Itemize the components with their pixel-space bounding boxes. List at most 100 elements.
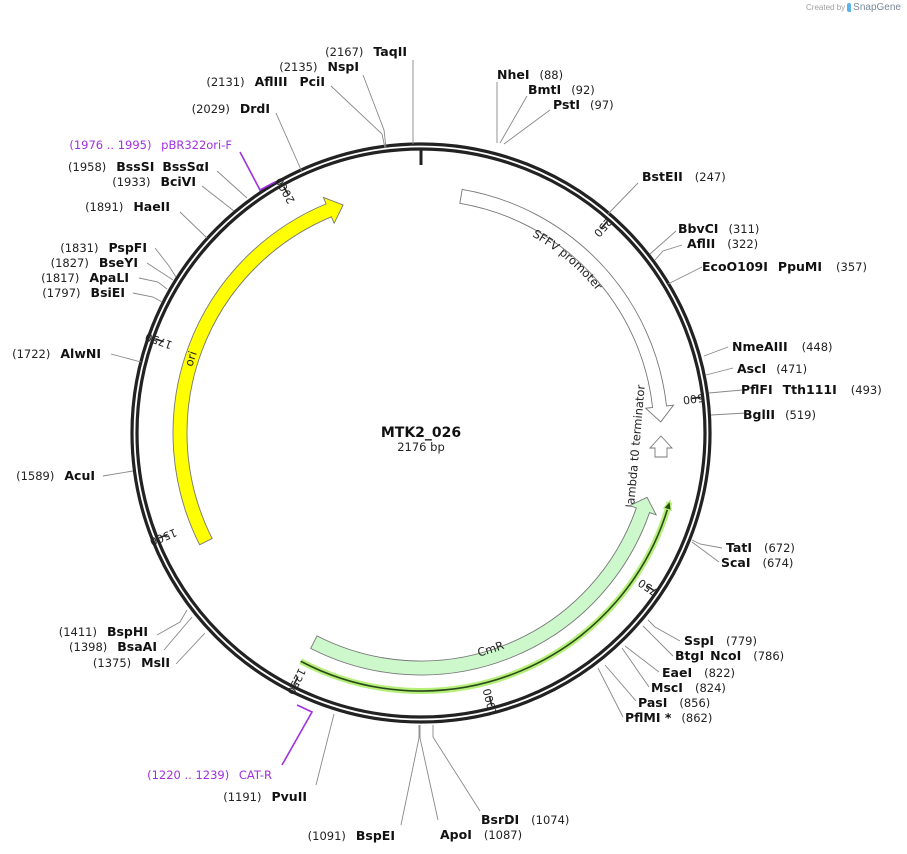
site-name-alt[interactable]: PpuMI	[778, 259, 822, 274]
tick-mark	[646, 585, 656, 592]
plasmid-length: 2176 bp	[397, 440, 445, 454]
site-name[interactable]: SspI	[684, 633, 714, 648]
site-name[interactable]: BsaAI	[117, 639, 157, 654]
svg-text:(1398)BsaAI: (1398)BsaAI	[69, 639, 157, 654]
tick-label: 1750	[143, 330, 174, 352]
svg-text:(1722)AlwNI: (1722)AlwNI	[12, 346, 101, 361]
svg-text:BbvCI(311): BbvCI(311)	[678, 221, 759, 236]
site-name[interactable]: BmtI	[528, 82, 561, 97]
site-name-alt[interactable]: BssSαI	[162, 159, 209, 174]
site-name[interactable]: PasI	[638, 695, 667, 710]
site-name[interactable]: ApaLI	[89, 270, 129, 285]
svg-text:BstEII(247): BstEII(247)	[642, 169, 726, 184]
site-name[interactable]: AlwNI	[60, 346, 101, 361]
backbone	[130, 142, 712, 724]
site-name[interactable]: BtgI	[675, 648, 704, 663]
svg-text:TatI(672): TatI(672)	[726, 540, 795, 555]
site-name-alt[interactable]: NcoI	[710, 648, 741, 663]
snapgene-watermark: Created by SnapGene	[806, 2, 901, 13]
feature-label-terminator: lambda t0 terminator	[623, 384, 648, 508]
svg-text:(1817)ApaLI: (1817)ApaLI	[41, 270, 129, 285]
svg-text:(1375)MslI: (1375)MslI	[93, 655, 170, 670]
tick-label: 500	[682, 391, 704, 407]
svg-text:AscI(471): AscI(471)	[737, 361, 807, 376]
site-name[interactable]: BbvCI	[678, 221, 718, 236]
site-name-alt[interactable]: Tth111I	[783, 382, 837, 397]
site-name[interactable]: PvuII	[271, 789, 307, 804]
svg-text:(1797)BsiEI: (1797)BsiEI	[42, 285, 125, 300]
svg-text:(2167)TaqII: (2167)TaqII	[325, 44, 407, 59]
site-name[interactable]: BseYI	[99, 255, 138, 270]
tick-label: 250	[591, 215, 615, 239]
site-name[interactable]: ScaI	[721, 555, 751, 570]
svg-text:(1411)BspHI: (1411)BspHI	[59, 624, 148, 639]
site-name[interactable]: BspEI	[356, 828, 395, 843]
svg-text:(1933)BciVI: (1933)BciVI	[112, 174, 196, 189]
site-name[interactable]: AcuI	[64, 468, 95, 483]
site-name[interactable]: AscI	[737, 361, 766, 376]
site-name[interactable]: BsrDI	[481, 812, 519, 827]
svg-text:BmtI(92): BmtI(92)	[528, 82, 595, 97]
svg-text:PstI(97): PstI(97)	[553, 97, 614, 112]
primer-name: CAT-R	[239, 768, 272, 782]
svg-text:(1831)PspFI: (1831)PspFI	[60, 240, 147, 255]
site-name[interactable]: PflMI *	[625, 710, 672, 725]
site-name[interactable]: BciVI	[160, 174, 196, 189]
feature-label-ori: ori	[182, 349, 200, 368]
tick-label: 750	[636, 576, 661, 599]
site-name[interactable]: MscI	[651, 680, 683, 695]
tick-mark	[488, 697, 493, 707]
svg-text:(1191)PvuII: (1191)PvuII	[223, 789, 307, 804]
svg-text:ApoI(1087): ApoI(1087)	[440, 827, 522, 842]
site-name[interactable]: PspFI	[108, 240, 147, 255]
svg-text:ScaI(674): ScaI(674)	[721, 555, 793, 570]
restriction-sites-right: NheI(88) BmtI(92) PstI(97) BstEII(247) B…	[440, 67, 882, 842]
primer-cat-r[interactable]: (1220 .. 1239) CAT-R	[147, 704, 314, 782]
svg-text:(1220 .. 1239) CAT-R: (1220 .. 1239) CAT-R	[147, 768, 272, 782]
plasmid-name: MTK2_026	[381, 425, 461, 441]
svg-text:(1827)BseYI: (1827)BseYI	[51, 255, 138, 270]
svg-text:PflMI *(862): PflMI *(862)	[625, 710, 712, 725]
site-name[interactable]: PflFI	[741, 382, 773, 397]
tick-mark	[154, 338, 164, 343]
feature-cmr[interactable]: CmR	[299, 496, 673, 694]
site-name[interactable]: NheI	[497, 67, 530, 82]
site-name[interactable]: TatI	[726, 540, 752, 555]
tick-mark	[691, 396, 701, 400]
primer-range: (1976 .. 1995)	[69, 138, 151, 152]
primer-pbr322ori-f[interactable]: (1976 .. 1995) pBR322ori-F	[69, 138, 276, 192]
site-name[interactable]: TaqII	[373, 44, 407, 59]
site-leader-lines	[102, 60, 747, 826]
site-name[interactable]: NspI	[327, 59, 359, 74]
site-name[interactable]: NmeAIII	[732, 339, 788, 354]
primer-name: pBR322ori-F	[161, 138, 232, 152]
svg-text:(1589)AcuI: (1589)AcuI	[16, 468, 95, 483]
feature-ori[interactable]: ori	[172, 196, 344, 546]
site-name[interactable]: EaeI	[662, 665, 692, 680]
site-name[interactable]: MslI	[141, 655, 170, 670]
site-name[interactable]: AflII	[687, 236, 715, 251]
site-name[interactable]: DrdI	[240, 101, 270, 116]
site-name[interactable]: EcoO109I	[702, 259, 768, 274]
site-name[interactable]: BspHI	[107, 624, 148, 639]
site-name[interactable]: BsiEI	[91, 285, 125, 300]
site-name-alt[interactable]: PciI	[299, 74, 325, 89]
restriction-sites-left: (1091)BspEI (1191)PvuII (1375)MslI (1398…	[12, 44, 407, 843]
svg-text:BsrDI(1074): BsrDI(1074)	[481, 812, 569, 827]
watermark-brand: SnapGene	[853, 2, 901, 13]
site-name[interactable]: BssSI	[116, 159, 154, 174]
site-name[interactable]: BstEII	[642, 169, 683, 184]
site-name[interactable]: BglII	[743, 407, 775, 422]
site-name[interactable]: ApoI	[440, 827, 472, 842]
svg-text:AflII(322): AflII(322)	[687, 236, 758, 251]
site-name[interactable]: PstI	[553, 97, 580, 112]
site-name[interactable]: HaeII	[133, 199, 170, 214]
site-name[interactable]: AflIII	[255, 74, 288, 89]
svg-text:(1976 .. 1995) pBR322ori: (1976 .. 1995) pBR322ori-F	[69, 138, 232, 152]
